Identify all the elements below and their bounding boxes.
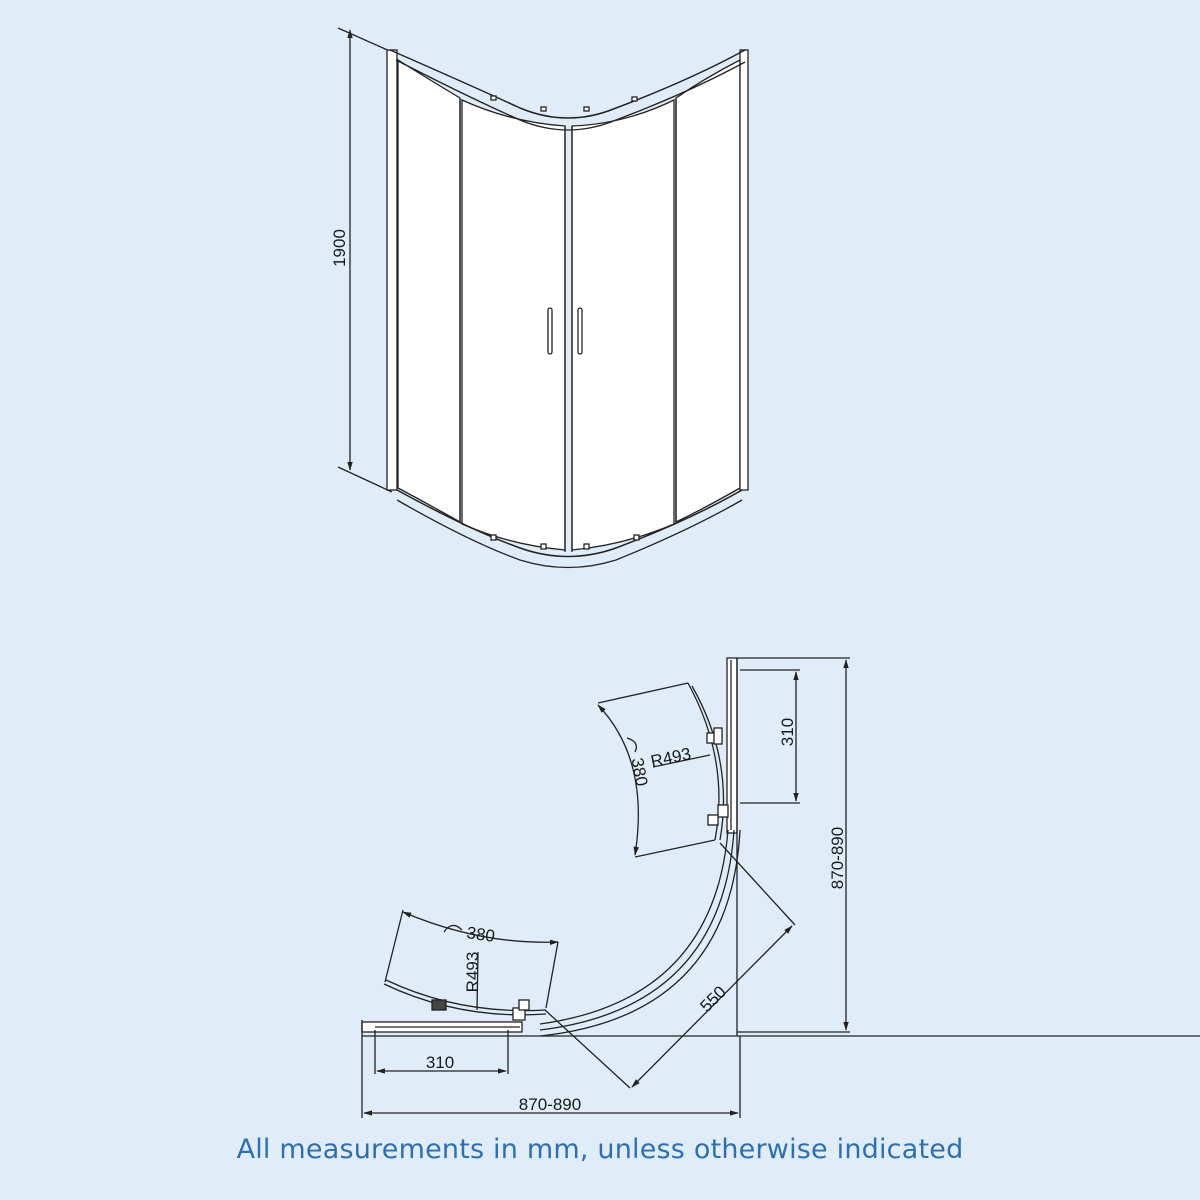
right-post bbox=[739, 49, 749, 491]
upper-door-radius-label: R493 bbox=[649, 744, 693, 771]
lower-door-arc-label: 380 bbox=[465, 923, 496, 946]
height-dimension bbox=[337, 27, 393, 493]
diagonal-entry-label: 550 bbox=[696, 982, 729, 1015]
side-width-label: 870-890 bbox=[828, 827, 847, 889]
bottom-width-label: 870-890 bbox=[519, 1095, 581, 1114]
right-fixed-panel bbox=[675, 58, 741, 524]
left-door-handle bbox=[547, 307, 553, 355]
lower-door-detail bbox=[383, 909, 559, 1021]
upper-door-arc-label: 380 bbox=[628, 756, 652, 787]
curved-track bbox=[539, 829, 729, 1025]
bottom-rail bbox=[396, 489, 743, 558]
top-rail bbox=[389, 49, 746, 119]
lower-door-radius-label: R493 bbox=[463, 952, 482, 993]
height-label: 1900 bbox=[330, 229, 349, 267]
measurement-note: All measurements in mm, unless otherwise… bbox=[236, 1134, 964, 1165]
top-rollers bbox=[490, 95, 638, 112]
fixed-panel-bottom-label: 310 bbox=[426, 1053, 454, 1072]
upper-door-detail bbox=[597, 682, 729, 858]
right-sliding-door bbox=[571, 98, 675, 551]
left-fixed-panel bbox=[397, 58, 461, 524]
left-post bbox=[386, 49, 398, 491]
plan-view bbox=[361, 657, 1200, 1118]
bottom-rollers bbox=[490, 534, 640, 550]
right-door-handle bbox=[577, 307, 583, 355]
elevation-view bbox=[337, 27, 749, 569]
fixed-panel-right-label: 310 bbox=[778, 718, 797, 746]
